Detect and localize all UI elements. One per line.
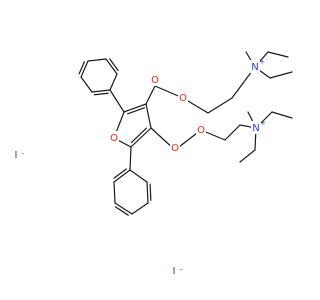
bond [224,124,241,141]
bond [149,183,152,201]
svg-text:O: O [110,133,118,144]
bond [109,58,119,72]
svg-text:-: - [22,150,25,158]
svg-text:+: + [260,119,266,127]
bond [80,60,89,78]
bond [269,71,293,79]
svg-text:O: O [171,143,179,154]
bond [109,73,118,91]
bond [271,111,293,119]
bond [78,61,86,75]
bond [129,146,132,171]
oxygen-atom-ketone-top: O [150,73,160,86]
bond [93,92,109,96]
oxygen-atom-ester-top: O [178,92,188,105]
oxygen-atom-ester-mid: O [196,124,206,137]
svg-text:-: - [180,266,183,274]
svg-text:I: I [173,266,176,277]
bond [109,89,125,113]
bond [130,127,152,148]
svg-text:O: O [197,125,205,136]
svg-text:+: + [259,58,265,66]
oxygen-atom-ketone-mid: O [170,142,180,155]
molecule-structure: O O O O O N + N + I - I - [15,51,293,277]
bond [207,97,233,114]
oxygen-atom-furan: O [109,131,119,144]
bond [114,202,133,215]
bond [123,103,147,113]
bond [131,202,149,215]
iodide-ion-left: I - [15,150,25,161]
bond [267,51,289,58]
bond [113,168,127,179]
bond [113,169,131,183]
bond [80,76,93,93]
ammonium-nitrogen-top: N + [250,58,265,73]
bond [130,127,148,144]
bond [146,181,149,204]
iodide-ion-bottom: I - [173,266,183,277]
bond [114,206,129,216]
bond [145,103,152,129]
bond [113,181,116,204]
svg-text:N: N [252,123,259,134]
bond [127,107,145,115]
svg-text:I: I [15,150,18,161]
bond [239,149,256,163]
bond [145,85,156,105]
svg-text:N: N [251,62,258,73]
bond [105,58,118,75]
ammonium-nitrogen-bottom: N + [251,119,266,134]
svg-text:O: O [179,93,187,104]
bond [87,58,107,62]
bond [91,89,111,93]
bond [129,169,148,183]
svg-text:O: O [151,75,159,86]
